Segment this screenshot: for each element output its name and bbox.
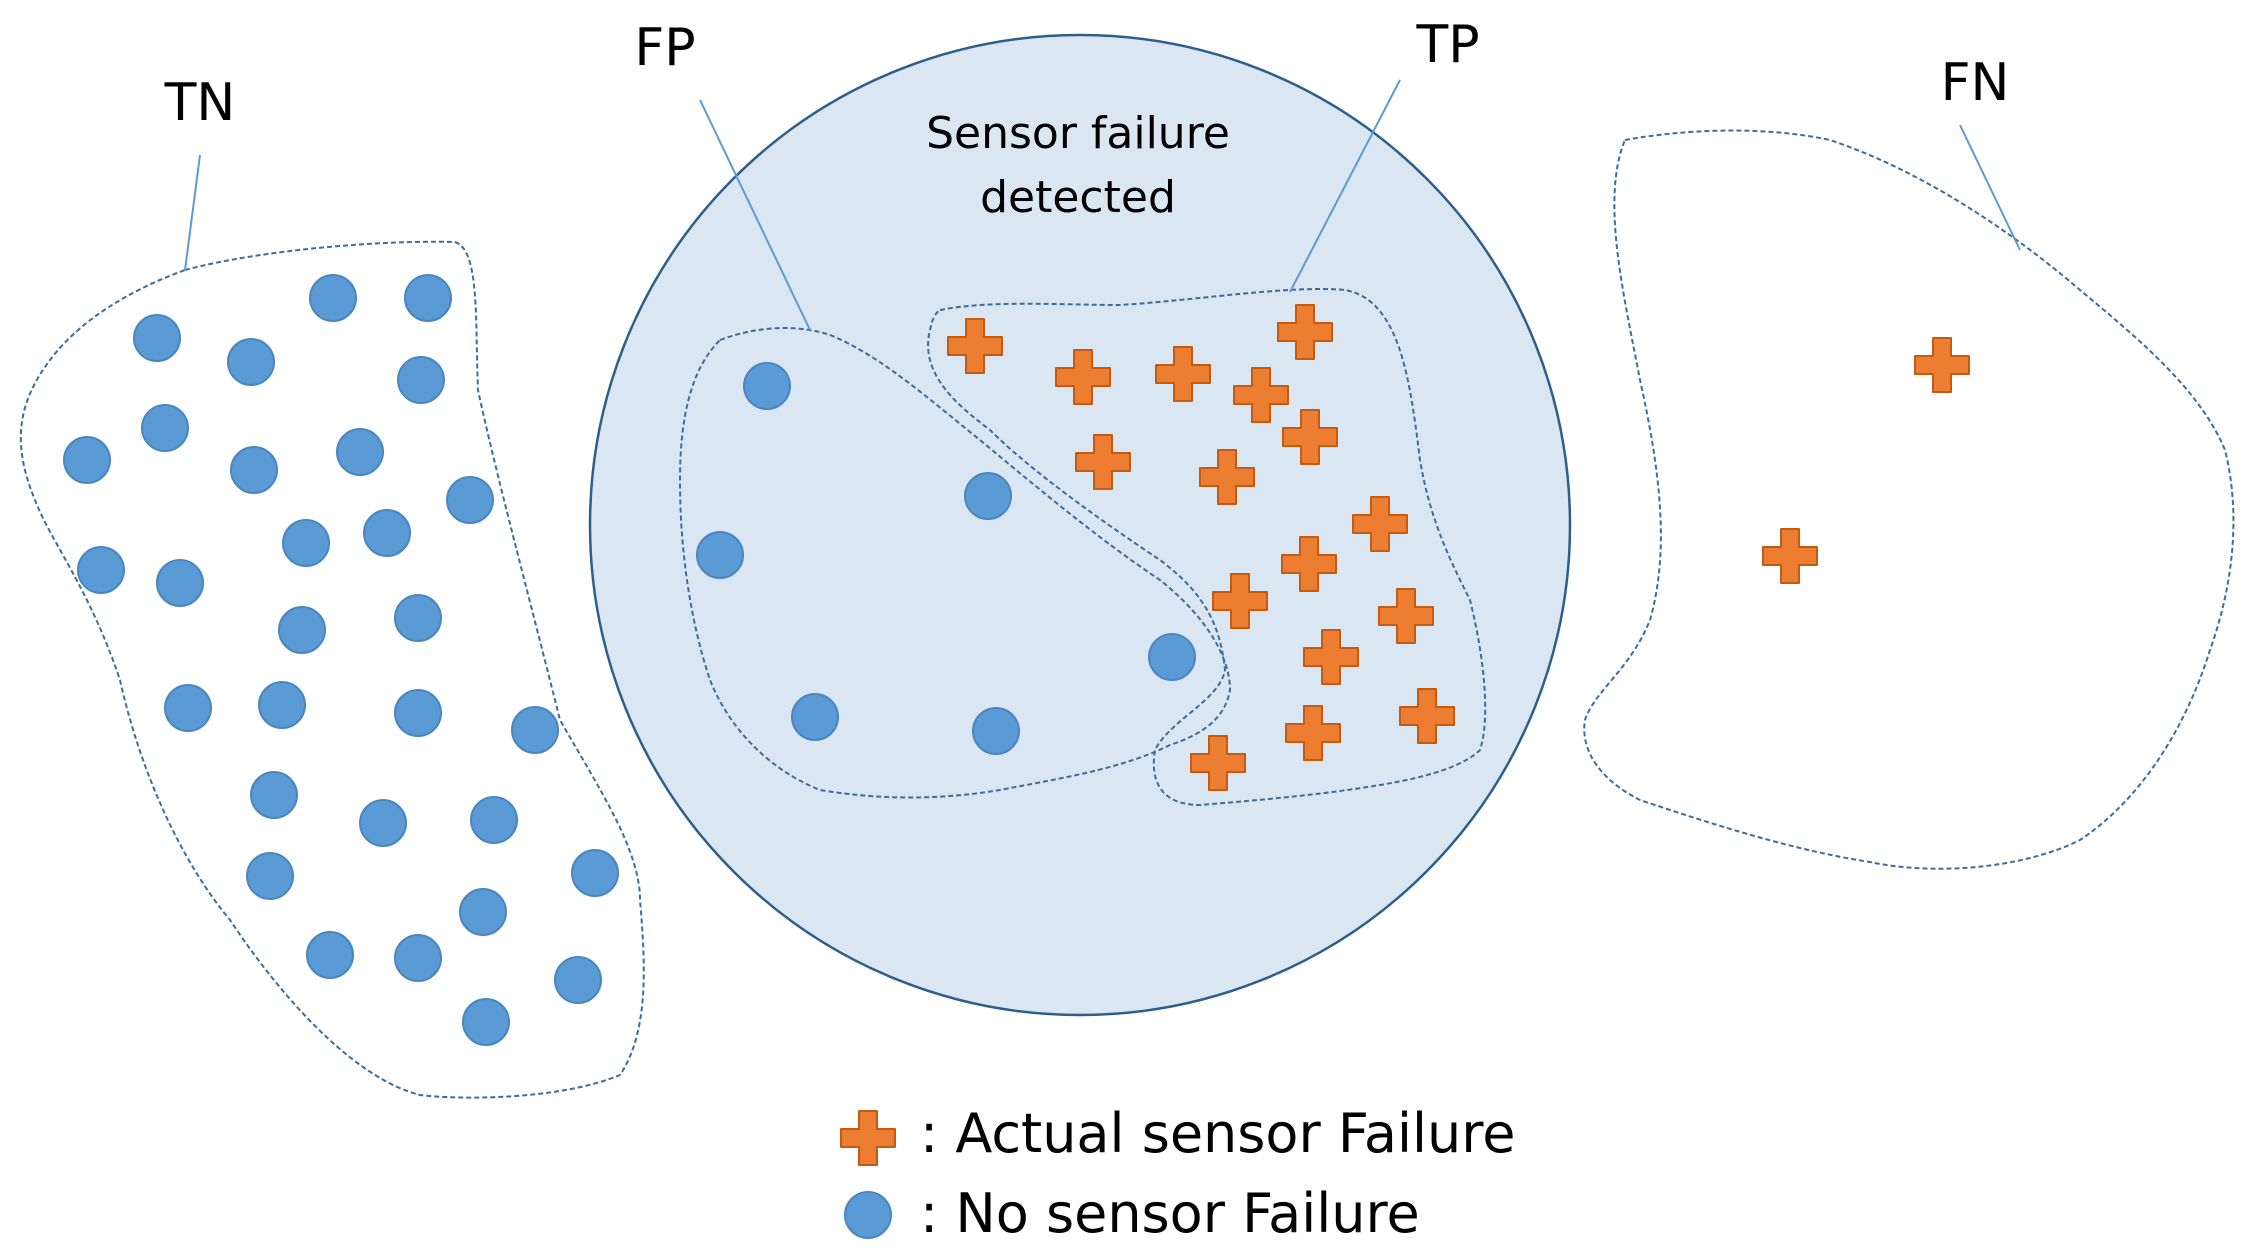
dot-icon bbox=[696, 531, 744, 579]
dot-icon bbox=[336, 428, 384, 476]
tp-label: TP bbox=[1415, 15, 1479, 75]
fn-crosses bbox=[1762, 337, 1970, 584]
dot-icon bbox=[1148, 633, 1196, 681]
dot-icon bbox=[462, 998, 510, 1046]
plus-icon bbox=[1914, 337, 1970, 393]
detection-circle bbox=[588, 33, 1572, 1017]
legend-plus-icon bbox=[840, 1110, 896, 1166]
fn-label: FN bbox=[1941, 53, 2010, 113]
dot-icon bbox=[141, 404, 189, 452]
dot-icon bbox=[156, 559, 204, 607]
dot-icon bbox=[554, 956, 602, 1004]
tp-leader-line bbox=[1289, 79, 1401, 293]
dot-icon bbox=[133, 314, 181, 362]
dot-icon bbox=[306, 931, 354, 979]
fn-region-boundary bbox=[1583, 129, 2235, 870]
legend: : Actual sensor Failure : No sensor Fail… bbox=[840, 1102, 1515, 1245]
fp-label: FP bbox=[634, 18, 695, 78]
dot-icon bbox=[309, 274, 357, 322]
fn-leader-line bbox=[1959, 124, 2021, 251]
fp-dots bbox=[696, 362, 1196, 755]
dot-icon bbox=[571, 849, 619, 897]
dot-icon bbox=[397, 356, 445, 404]
dot-icon bbox=[511, 706, 559, 754]
dot-icon bbox=[164, 684, 212, 732]
dot-icon bbox=[359, 799, 407, 847]
dot-icon bbox=[446, 476, 494, 524]
fp-leader-line bbox=[699, 99, 811, 331]
dot-icon bbox=[282, 519, 330, 567]
dot-icon bbox=[470, 796, 518, 844]
tn-dots bbox=[63, 274, 619, 1046]
tp-region-boundary bbox=[927, 288, 1487, 807]
dot-icon bbox=[394, 934, 442, 982]
dot-icon bbox=[972, 707, 1020, 755]
dot-icon bbox=[230, 446, 278, 494]
dot-icon bbox=[459, 888, 507, 936]
dot-icon bbox=[250, 771, 298, 819]
dot-icon bbox=[363, 509, 411, 557]
dot-icon bbox=[246, 852, 294, 900]
dot-icon bbox=[63, 436, 111, 484]
dot-icon bbox=[791, 693, 839, 741]
tn-label: TN bbox=[164, 73, 236, 133]
dot-icon bbox=[258, 681, 306, 729]
dot-icon bbox=[394, 689, 442, 737]
fp-region-boundary bbox=[678, 327, 1232, 799]
legend-failure-text: : Actual sensor Failure bbox=[920, 1102, 1515, 1165]
detection-caption-line1: Sensor failure bbox=[926, 108, 1230, 159]
plus-icon bbox=[1762, 528, 1818, 584]
legend-dot-icon bbox=[844, 1191, 892, 1239]
dot-icon bbox=[404, 274, 452, 322]
tn-leader-line bbox=[184, 154, 201, 271]
dot-icon bbox=[743, 362, 791, 410]
dot-icon bbox=[394, 594, 442, 642]
dot-icon bbox=[77, 546, 125, 594]
dot-icon bbox=[227, 338, 275, 386]
legend-no-failure-text: : No sensor Failure bbox=[920, 1182, 1420, 1245]
dot-icon bbox=[964, 472, 1012, 520]
dot-icon bbox=[278, 606, 326, 654]
detection-caption-line2: detected bbox=[980, 172, 1176, 223]
